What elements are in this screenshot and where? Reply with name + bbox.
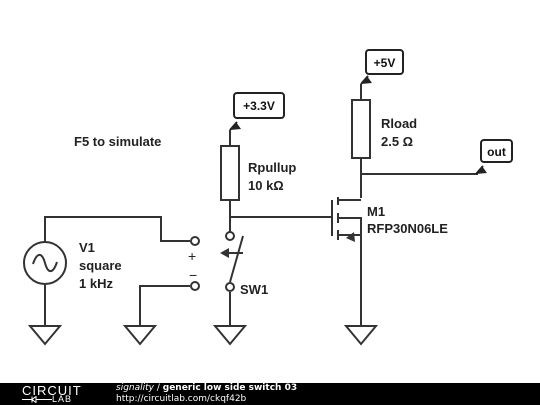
schematic-canvas: +5V +3.3V out <box>23 49 513 346</box>
svg-text:+5V: +5V <box>374 56 396 70</box>
v1-name: V1 <box>79 240 95 255</box>
v1-freq: 1 kHz <box>79 276 113 291</box>
footer-url[interactable]: http://circuitlab.com/ckqf42b <box>116 394 247 404</box>
rload-resistor <box>351 99 371 159</box>
out-tag: out <box>475 139 513 175</box>
footer-author[interactable]: signality <box>116 383 154 393</box>
switch-arrow <box>220 248 229 258</box>
m1-name: M1 <box>367 204 385 219</box>
rpullup-name: Rpullup <box>248 160 296 175</box>
ground-mosfet <box>343 325 379 346</box>
circuitlab-logo: CIRCUIT LAB <box>22 383 82 404</box>
rload-value: 2.5 Ω <box>381 134 413 149</box>
rpullup-resistor <box>220 145 240 201</box>
svg-text:out: out <box>487 145 506 159</box>
m1-part: RFP30N06LE <box>367 221 448 236</box>
ground-v1 <box>27 325 63 346</box>
ground-switch <box>212 325 248 346</box>
footer-title: generic low side switch 03 <box>162 383 298 393</box>
vcc33-tag: +3.3V <box>229 92 285 131</box>
wire-sw-ground <box>139 285 190 326</box>
rload-name: Rload <box>381 116 417 131</box>
svg-text:+3.3V: +3.3V <box>243 99 275 113</box>
vcc5-tag: +5V <box>360 49 404 85</box>
switch-sw1 <box>190 231 244 292</box>
wire-rpullup-gate <box>229 200 332 218</box>
sw1-name: SW1 <box>240 282 268 297</box>
footer-bar: CIRCUIT LAB signality / generic low side… <box>0 383 540 405</box>
v1-shape: square <box>79 258 122 273</box>
voltage-source-v1 <box>23 241 67 285</box>
mosfet-arrow <box>346 232 355 242</box>
sw1-minus: − <box>189 267 197 283</box>
instruction-text: F5 to simulate <box>74 134 161 149</box>
sw1-plus: + <box>188 248 196 264</box>
wire-v1-top <box>44 216 190 242</box>
mosfet-m1 <box>331 197 362 240</box>
rpullup-value: 10 kΩ <box>248 178 284 193</box>
footer-title-line: signality / generic low side switch 03 <box>116 383 298 393</box>
logo-circuit-icon <box>22 396 52 403</box>
ground-switch-minus <box>122 325 158 346</box>
